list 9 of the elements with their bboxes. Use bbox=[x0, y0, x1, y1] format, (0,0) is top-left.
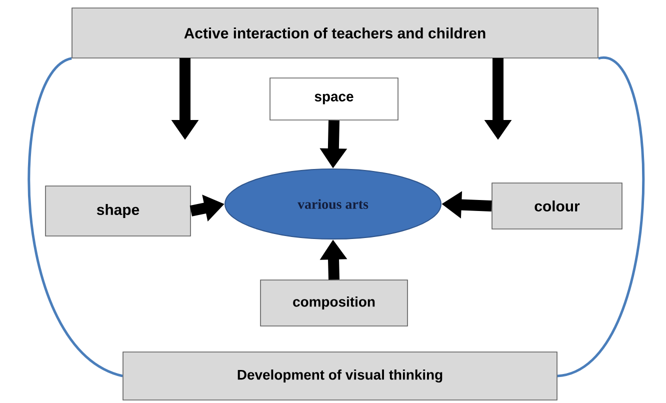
process-box: colour bbox=[492, 182, 622, 230]
process-box: space bbox=[270, 78, 398, 120]
curved-line bbox=[557, 57, 644, 378]
ellipse-node: various arts bbox=[224, 168, 442, 240]
process-box: composition bbox=[260, 280, 408, 326]
process-box: shape bbox=[45, 186, 191, 236]
curved-line bbox=[28, 57, 124, 378]
process-box: Development of visual thinking bbox=[122, 352, 558, 400]
process-box: Active interaction of teachers and children bbox=[72, 8, 598, 58]
